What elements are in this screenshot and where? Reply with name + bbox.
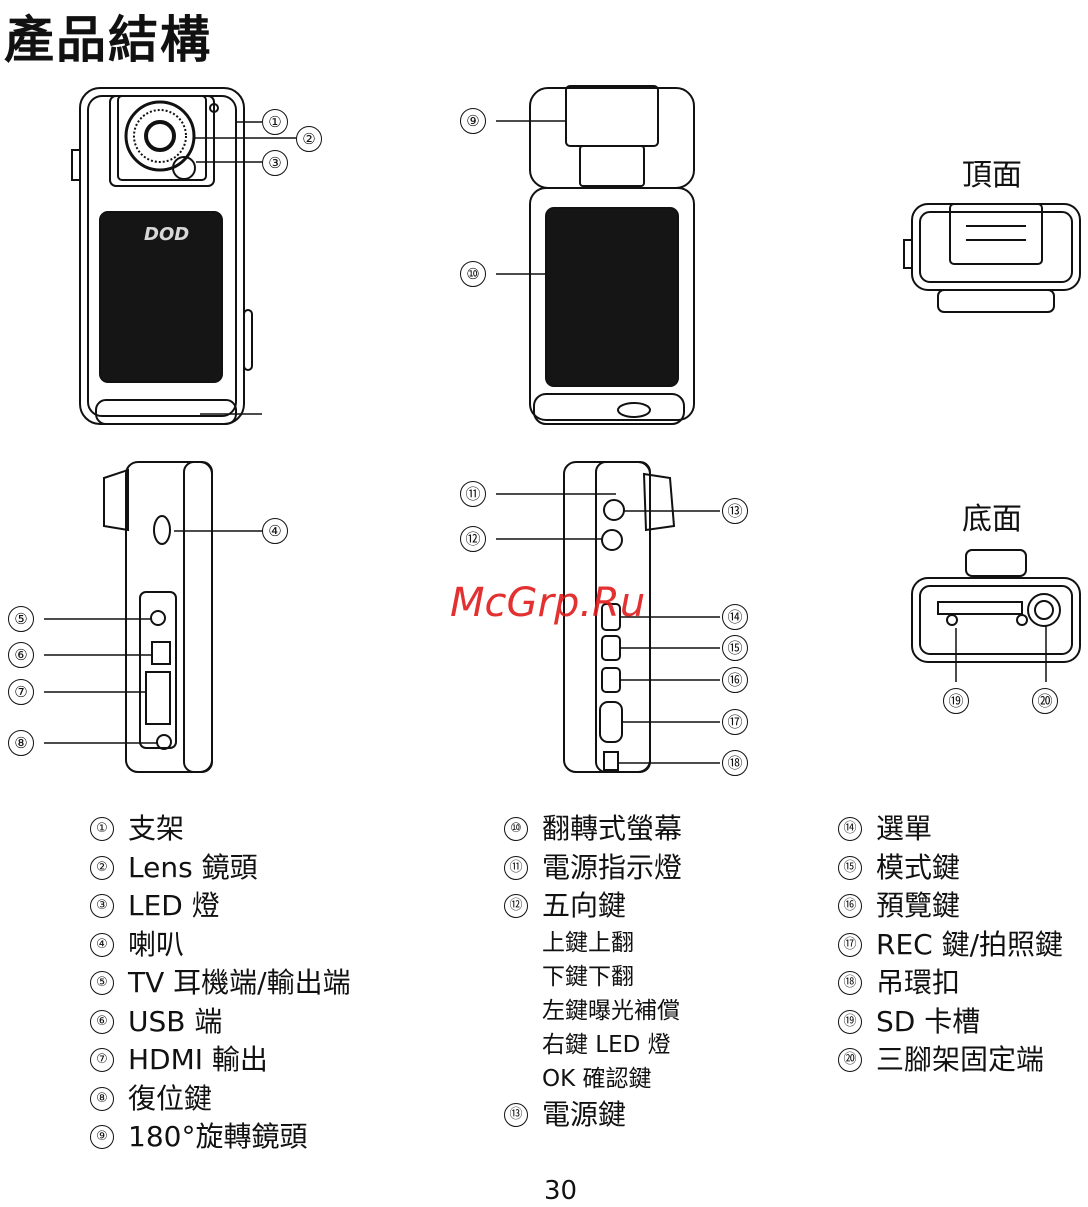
callout-20: ⑳ <box>1032 688 1058 714</box>
callout-10: ⑩ <box>460 261 486 287</box>
callout-4: ④ <box>262 518 288 544</box>
back-view <box>496 86 694 424</box>
bottom-view <box>912 550 1080 682</box>
camera-diagram: DOD <box>0 0 1088 800</box>
legend-subitem: 下鍵下翻 <box>504 960 682 994</box>
callout-15: ⑮ <box>722 635 748 661</box>
callout-19: ⑲ <box>943 688 969 714</box>
callout-12: ⑫ <box>460 526 486 552</box>
legend-subitem: 上鍵上翻 <box>504 926 682 960</box>
callout-11: ⑪ <box>460 481 486 507</box>
callout-18: ⑱ <box>722 750 748 776</box>
legend-subitem: OK 確認鍵 <box>504 1062 682 1096</box>
callout-13: ⑬ <box>722 498 748 524</box>
watermark: McGrp.Ru <box>450 580 645 626</box>
callout-17: ⑰ <box>722 709 748 735</box>
front-view <box>72 88 296 424</box>
callout-1: ① <box>262 109 288 135</box>
callout-3: ③ <box>262 150 288 176</box>
callout-16: ⑯ <box>722 667 748 693</box>
bottom-view-label: 底面 <box>962 494 1022 538</box>
callout-9: ⑨ <box>460 108 486 134</box>
callout-14: ⑭ <box>722 604 748 630</box>
callout-5: ⑤ <box>8 606 34 632</box>
callout-8: ⑧ <box>8 730 34 756</box>
legend-subitem: 右鍵 LED 燈 <box>504 1028 682 1062</box>
camera-logo: DOD <box>144 224 189 245</box>
callout-6: ⑥ <box>8 642 34 668</box>
legend-subitem: 左鍵曝光補償 <box>504 994 682 1028</box>
top-view <box>904 204 1080 312</box>
callout-2: ② <box>296 126 322 152</box>
callout-7: ⑦ <box>8 679 34 705</box>
side-view-left <box>44 462 262 772</box>
top-view-label: 頂面 <box>962 150 1022 194</box>
page-number: 30 <box>544 1176 577 1206</box>
